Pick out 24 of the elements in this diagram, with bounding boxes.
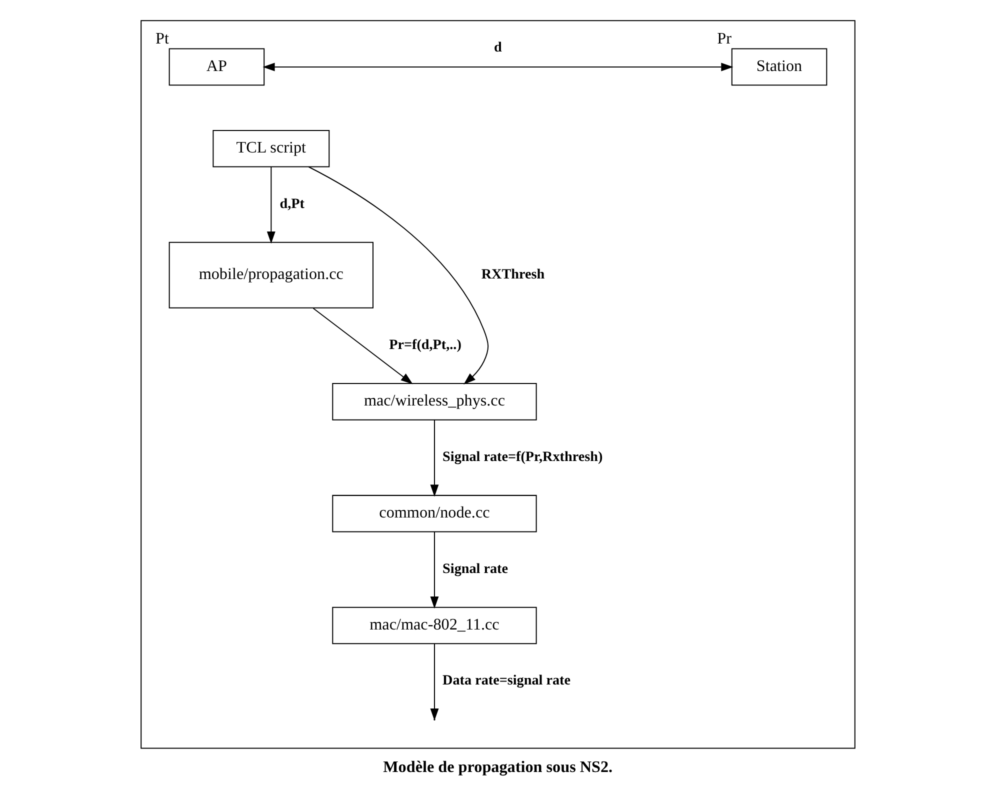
arrow: [266, 166, 275, 244]
edge-label: Data rate=signal rate: [442, 672, 570, 689]
node-label: Pr: [716, 30, 732, 48]
node-box: mac/mac-802_11.cc: [332, 606, 536, 644]
edge-label: Signal rate=f(Pr,Rxthresh): [442, 448, 602, 465]
node-box: Station: [730, 48, 827, 86]
arrow: [312, 308, 412, 384]
cluster: [140, 20, 855, 749]
node-box: AP: [168, 48, 264, 86]
arrow: [430, 420, 438, 497]
node-label: Pt: [155, 30, 168, 48]
arrow: [308, 166, 488, 385]
node-box: mac/wireless_phys.cc: [332, 383, 536, 420]
caption: Modèle de propagation sous NS2.: [382, 759, 612, 776]
arrow: [262, 62, 733, 72]
node-box: TCL script: [212, 130, 330, 168]
edge-label: Pr=f(d,Pt,..): [388, 336, 461, 353]
arrow: [430, 532, 438, 609]
node-box: common/node.cc: [332, 494, 536, 532]
edge-label: Signal rate: [442, 560, 508, 577]
node-box: mobile/propagation.cc: [168, 242, 373, 308]
edge-label: d: [493, 40, 502, 56]
edge-label: d,Pt: [279, 196, 304, 212]
edge-label: RXThresh: [480, 266, 544, 282]
